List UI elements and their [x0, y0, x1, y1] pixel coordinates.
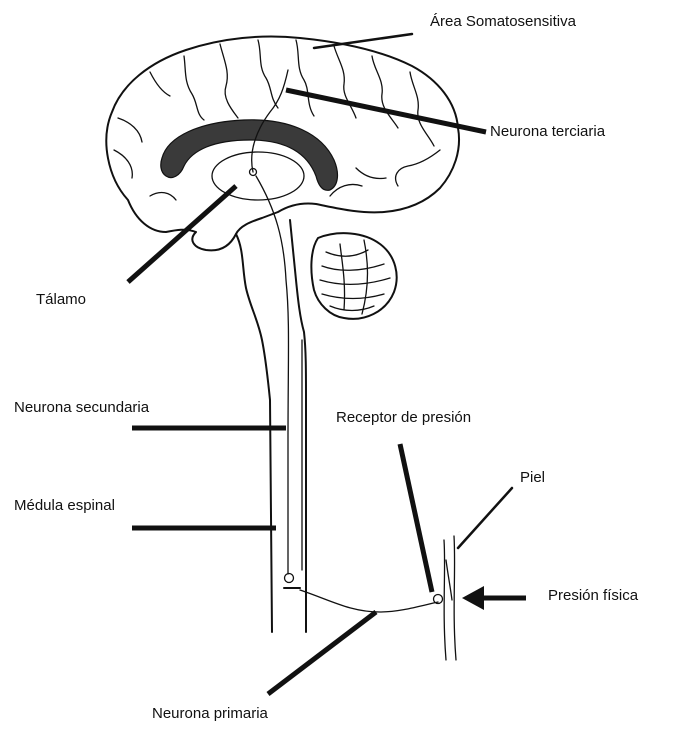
cerebellum-folia [340, 244, 345, 310]
label-piel: Piel [520, 470, 545, 485]
label-talamo: Tálamo [36, 292, 86, 307]
label-presion-fisica: Presión física [548, 588, 638, 603]
spinal-synapse [285, 574, 294, 583]
brainstem [290, 220, 306, 632]
label-neurona-primaria: Neurona primaria [152, 706, 268, 721]
cerebrum-sulcus [296, 40, 314, 116]
leader-neurona-primaria [268, 612, 376, 694]
leader-receptor [400, 444, 432, 592]
cerebrum-sulcus [184, 56, 204, 120]
label-receptor-presion: Receptor de presión [336, 410, 471, 425]
cerebrum-sulcus [410, 72, 434, 146]
label-medula-espinal: Médula espinal [14, 498, 115, 513]
cerebrum-sulcus [150, 193, 176, 200]
primary-neuron-path [300, 590, 438, 612]
label-area-somatosensitiva: Área Somatosensitiva [430, 14, 576, 29]
secondary-neuron-path [256, 176, 289, 574]
brainstem [236, 234, 272, 632]
cerebellum-folia [330, 306, 374, 311]
cerebrum-sulcus [220, 44, 238, 118]
cerebrum-sulcus [258, 40, 278, 108]
cerebellum-folia [326, 250, 368, 256]
label-neurona-terciaria: Neurona terciaria [490, 124, 605, 139]
cerebrum-sulcus [396, 150, 440, 186]
skin [444, 540, 446, 660]
cerebrum-sulcus [114, 150, 132, 178]
corpus-callosum [161, 120, 338, 190]
leader-neurona-terciaria [286, 90, 486, 132]
cerebellum-folia [322, 294, 384, 299]
skin [454, 536, 456, 660]
cerebellum-folia [320, 278, 390, 284]
cerebrum-sulcus [372, 56, 398, 128]
cerebrum-sulcus [150, 72, 170, 96]
leader-piel [458, 488, 512, 548]
skin [446, 560, 452, 600]
cerebellum [311, 233, 396, 319]
pressure-arrow-head [462, 586, 484, 610]
cerebrum-sulcus [356, 168, 386, 179]
cerebellum-folia [322, 264, 384, 270]
cerebrum-sulcus [118, 118, 142, 142]
cerebrum-sulcus [334, 46, 356, 118]
label-neurona-secundaria: Neurona secundaria [14, 400, 149, 415]
leader-talamo [128, 186, 236, 282]
